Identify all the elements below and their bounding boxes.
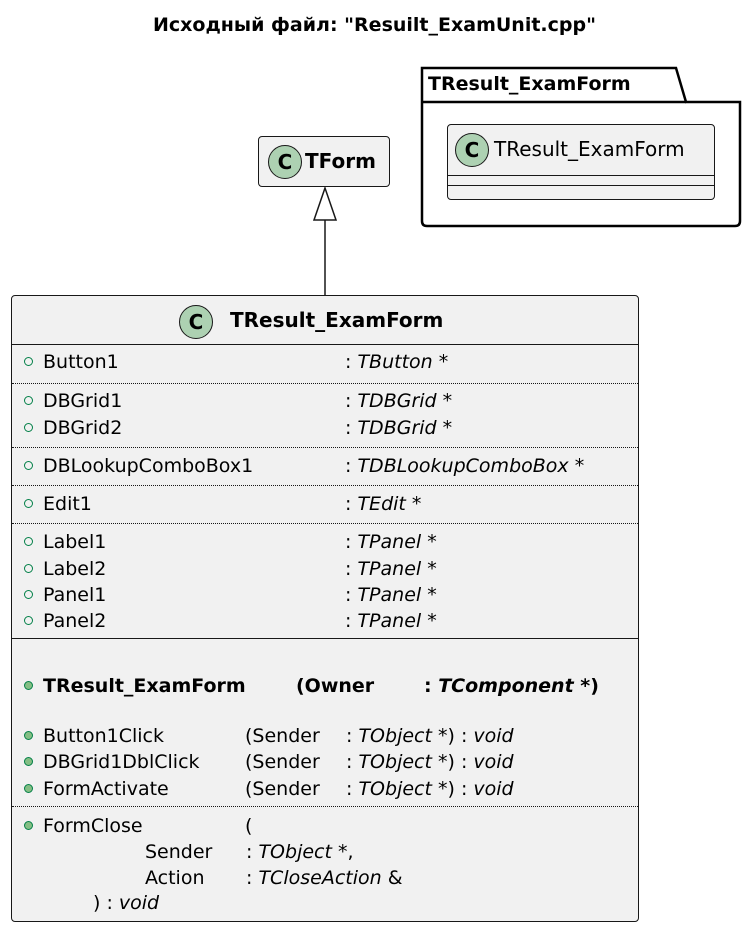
field-type: : TPanel * (345, 558, 437, 580)
field-type: : TPanel * (345, 531, 437, 553)
public-method-icon (24, 784, 33, 793)
package-name: TResult_ExamForm (428, 73, 631, 95)
method-signature: : TObject *) : void (346, 778, 514, 800)
field-separator (12, 523, 638, 524)
method-separator (12, 806, 638, 807)
public-method-icon (24, 821, 33, 830)
inheritance-arrowhead (312, 185, 338, 221)
public-visibility-icon (24, 616, 33, 625)
field-name: DBLookupComboBox1 (43, 455, 254, 477)
public-visibility-icon (24, 564, 33, 573)
tform-class-box: C TForm (258, 136, 390, 187)
diagram-title: Исходный файл: "Resuilt_ExamUnit.cpp" (152, 14, 596, 36)
class-divider (448, 185, 714, 186)
field-name: DBGrid1 (43, 390, 123, 412)
field-type: : TDBGrid * (345, 390, 453, 412)
field-name: Panel2 (43, 610, 107, 632)
method-return: ) : void (93, 892, 160, 914)
constructor-type: : TComponent *) (424, 675, 599, 697)
public-visibility-icon (24, 396, 33, 405)
field-type: : TDBLookupComboBox * (345, 455, 585, 477)
field-type: : TPanel * (345, 610, 437, 632)
package-outline (420, 66, 742, 228)
field-name: Button1 (43, 351, 119, 373)
class-stereotype-icon: C (455, 133, 489, 167)
field-type: : TDBGrid * (345, 417, 453, 439)
field-name: Edit1 (43, 493, 92, 515)
method-name: DBGrid1DblClick (43, 751, 200, 773)
field-name: Panel1 (43, 584, 107, 606)
tform-class-name: TForm (305, 149, 376, 173)
public-visibility-icon (24, 461, 33, 470)
field-separator (12, 485, 638, 486)
public-visibility-icon (24, 423, 33, 432)
package-class-name: TResult_ExamForm (494, 137, 685, 161)
field-type: : TEdit * (345, 493, 422, 515)
field-name: DBGrid2 (43, 417, 123, 439)
public-visibility-icon (24, 537, 33, 546)
package-class-box: C TResult_ExamForm (447, 124, 715, 200)
main-class-name: TResult_ExamForm (230, 308, 444, 332)
field-name: Label1 (43, 531, 107, 553)
method-param-type: : TObject *, (246, 841, 354, 863)
public-method-icon (24, 757, 33, 766)
class-stereotype-icon: C (268, 145, 302, 179)
header-divider (12, 344, 638, 345)
method-param-name: Action (145, 867, 205, 889)
method-signature: : TObject *) : void (346, 751, 514, 773)
public-visibility-icon (24, 499, 33, 508)
method-param-open: ( (245, 815, 253, 837)
field-separator (12, 447, 638, 448)
public-method-icon (24, 681, 33, 690)
method-param-type: : TCloseAction & (246, 867, 403, 889)
public-visibility-icon (24, 357, 33, 366)
class-stereotype-icon: C (179, 305, 213, 339)
method-param: (Sender (245, 725, 320, 747)
field-name: Label2 (43, 558, 107, 580)
public-method-icon (24, 731, 33, 740)
main-class-box: C TResult_ExamForm (11, 295, 639, 922)
constructor-name: TResult_ExamForm (43, 675, 246, 697)
method-signature: : TObject *) : void (346, 725, 514, 747)
method-param-name: Sender (145, 841, 213, 863)
method-param: (Sender (245, 751, 320, 773)
fields-methods-divider (12, 638, 638, 639)
field-separator (12, 383, 638, 384)
method-name: Button1Click (43, 725, 165, 747)
field-type: : TPanel * (345, 584, 437, 606)
method-name: FormClose (43, 815, 143, 837)
method-name: FormActivate (43, 778, 169, 800)
field-type: : TButton * (345, 351, 449, 373)
method-param: (Sender (245, 778, 320, 800)
public-visibility-icon (24, 590, 33, 599)
constructor-param: (Owner (296, 675, 375, 697)
class-divider (448, 175, 714, 176)
